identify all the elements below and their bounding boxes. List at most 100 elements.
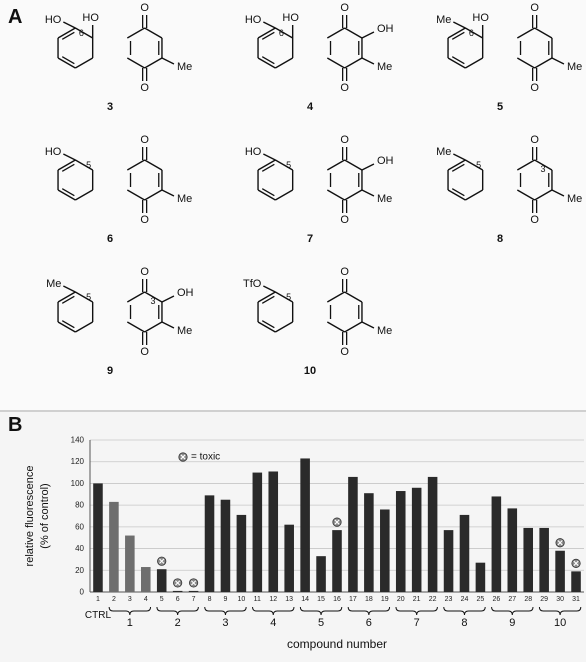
double-bond [61,31,75,40]
substituent-bond [63,153,76,161]
bond [126,291,145,303]
bar-15 [316,556,326,592]
bond [144,291,163,303]
compound-number: 4 [307,101,314,113]
bond [144,159,163,171]
bar-21 [411,487,422,592]
bond [257,321,276,333]
position-label: 6 [279,28,284,38]
substituent-me-label: Me [177,193,192,205]
bond [344,321,363,333]
bond [144,57,163,69]
bond [257,291,276,303]
position-label: 3 [540,164,545,174]
x-tick-label: 13 [285,596,293,603]
group-brace [299,606,343,616]
bond [257,159,276,171]
position-label: 3 [150,296,155,306]
carbonyl-oxygen-label: O [140,266,149,278]
toxic-icon-cross [180,454,186,460]
bond [75,159,94,171]
bar-19 [380,509,390,592]
bond [326,321,345,333]
double-bond [261,320,275,329]
bond [275,321,294,333]
compound-number: 8 [497,233,503,245]
bond [516,27,535,39]
x-tick-label: 27 [508,596,516,603]
x-tick-label: 23 [445,596,453,603]
x-tick-label: 3 [128,596,132,603]
double-bond [61,320,75,329]
bar-30 [555,550,565,592]
bar-29 [539,527,549,592]
x-tick-label: 11 [254,596,261,603]
panel-b-letter: B [8,414,23,436]
bond [126,27,145,39]
substituent-bond [263,153,276,161]
double-bond [61,295,75,304]
bond [275,291,294,303]
bar-12 [268,471,279,592]
double-bond [451,31,465,40]
group-label: 5 [318,617,324,629]
substituent-left-label: Me [436,146,451,158]
group-brace [491,606,534,616]
bar-8 [204,495,215,592]
substituent-left-label: HO [245,14,262,26]
substituent-bond [161,189,175,197]
group-brace [252,606,295,616]
bar-28 [523,527,534,592]
y-tick-label: 40 [75,544,84,553]
toxic-icon-cross [573,560,579,566]
bond [57,27,76,39]
bar-23 [443,530,454,592]
x-tick-label: 4 [144,596,148,603]
group-brace [108,606,152,616]
x-tick-label: 20 [397,596,405,603]
carbonyl-oxygen-label: O [340,346,349,358]
bond [126,189,145,201]
x-tick-label: 30 [556,596,564,603]
bond [57,321,76,333]
bond [326,57,345,69]
bond [534,189,553,201]
bond [447,189,466,201]
bar-4 [140,567,151,592]
x-tick-label: 31 [572,596,580,603]
carbonyl-oxygen-label: O [140,82,149,94]
substituent-oh-label: OH [377,155,394,167]
y-tick-label: 60 [75,522,84,531]
toxic-legend-text: = toxic [191,452,220,463]
double-bond [451,163,465,172]
bond [57,291,76,303]
compound-number: 9 [107,365,113,377]
bar-13 [284,524,294,592]
bond [534,57,553,69]
group-label: 2 [175,617,181,629]
bar-16 [332,530,342,592]
substituent-bond [161,321,175,329]
x-tick-label: 9 [223,596,227,603]
group-6: 6 [347,606,391,629]
position-label: 6 [79,28,84,38]
substituent-me-label: Me [377,325,392,337]
x-axis-label: compound number [287,637,387,651]
bond [275,57,294,69]
bond [144,321,163,333]
bond [144,27,163,39]
bond [447,159,466,171]
structures-canvas: OOMeHOHO63OOMeOHHOHO64OOMeHOMe65OOMeHO56… [45,2,582,377]
y-axis-label: relative fluorescence(% of control) [24,466,51,567]
panel-divider [0,410,586,412]
x-tick-label: 8 [208,596,212,603]
substituent-left-label: HO [45,146,62,158]
substituent-bond [361,31,375,39]
x-tick-label: 12 [269,596,277,603]
group-4: 4 [252,606,295,629]
bond [57,189,76,201]
